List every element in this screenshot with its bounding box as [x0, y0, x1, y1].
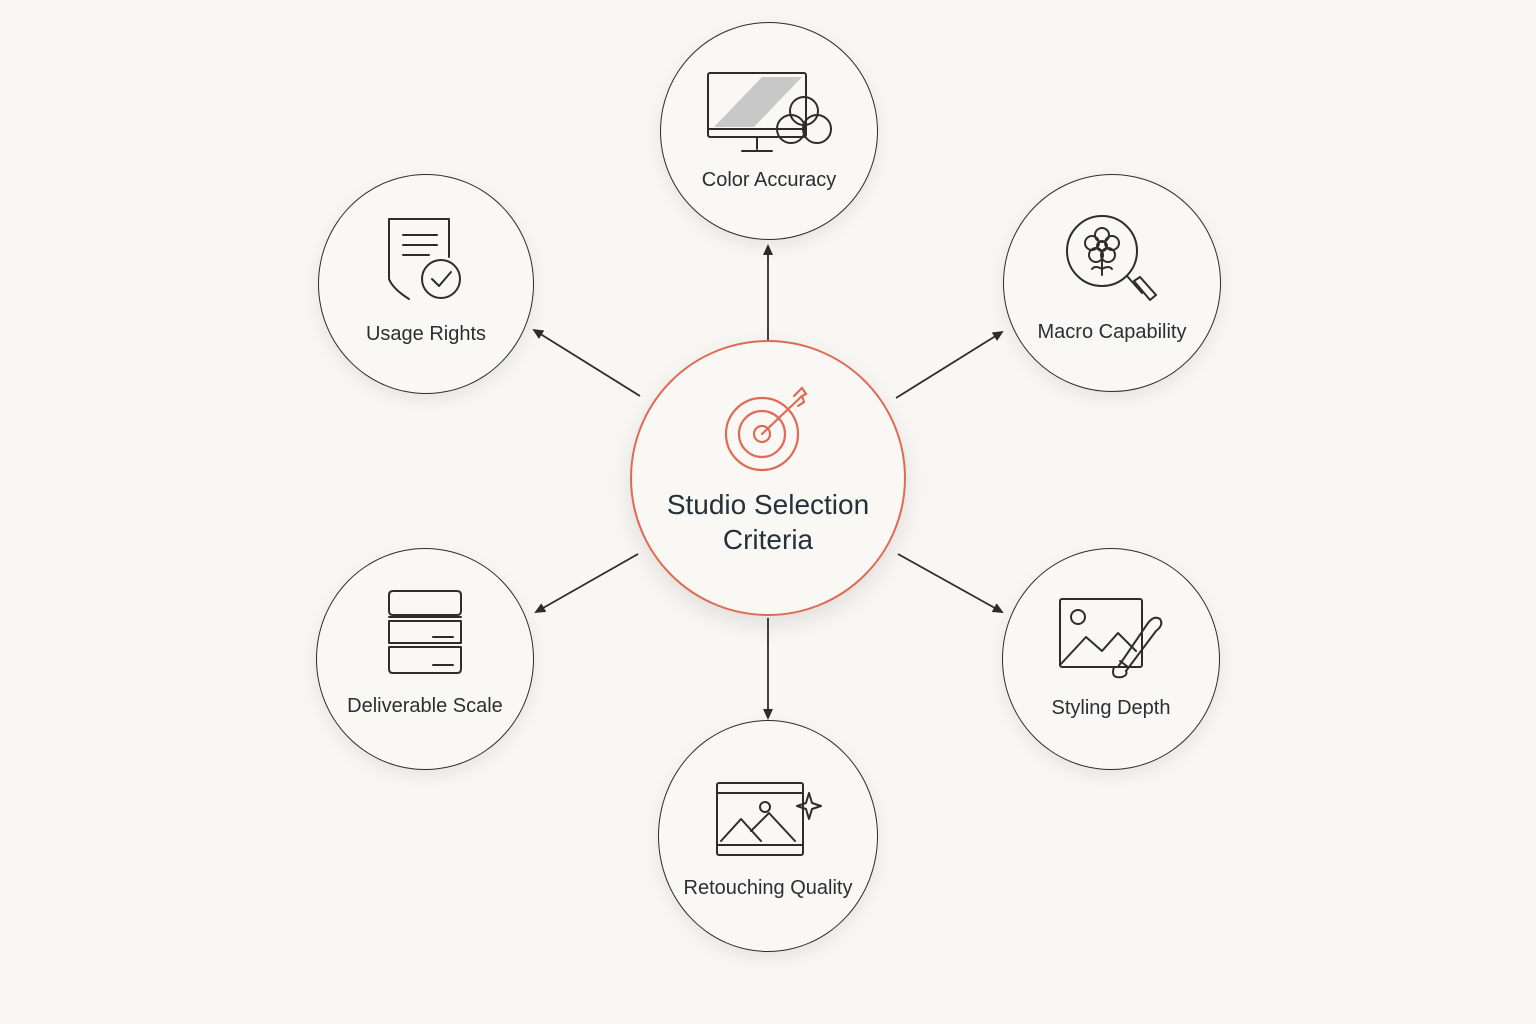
- node-styling-depth: Styling Depth: [1002, 548, 1220, 770]
- arrow-to-macro-capability: [895, 330, 1004, 399]
- arrow-to-deliverable-scale: [534, 553, 639, 613]
- image-brush-icon: [1059, 598, 1163, 679]
- node-label: Styling Depth: [1051, 697, 1171, 719]
- arrow-to-usage-rights: [532, 328, 641, 397]
- document-check-icon: [388, 218, 461, 300]
- stacked-servers-icon: [388, 590, 462, 674]
- node-label: Color Accuracy: [701, 169, 837, 191]
- node-macro-capability: Macro Capability: [1003, 174, 1221, 392]
- monitor-color-icon: [707, 72, 832, 152]
- center-title: Studio Selection Criteria: [666, 489, 870, 555]
- node-label: Usage Rights: [365, 323, 487, 345]
- image-sparkle-icon: [716, 782, 822, 856]
- node-label: Macro Capability: [1037, 321, 1187, 343]
- node-usage-rights: Usage Rights: [318, 174, 534, 394]
- flower-magnifier-icon: [1066, 215, 1157, 301]
- target-arrow-icon: [724, 386, 808, 472]
- node-label: Retouching Quality: [683, 877, 853, 899]
- node-retouching-quality: Retouching Quality: [658, 720, 878, 952]
- node-label: Deliverable Scale: [347, 695, 503, 717]
- arrow-to-styling-depth: [897, 553, 1004, 613]
- center-node: Studio Selection Criteria: [630, 340, 906, 616]
- node-color-accuracy: Color Accuracy: [660, 22, 878, 240]
- node-deliverable-scale: Deliverable Scale: [316, 548, 534, 770]
